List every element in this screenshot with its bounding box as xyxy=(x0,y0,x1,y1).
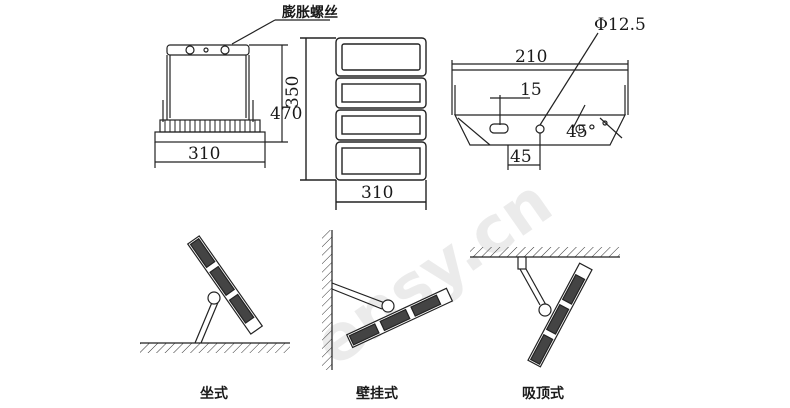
front-view xyxy=(154,19,330,168)
side-width-label: 310 xyxy=(361,183,393,203)
bracket-view xyxy=(451,32,629,170)
hole-offset-label: 45 xyxy=(510,147,532,167)
bracket-length-label: 210 xyxy=(515,47,547,67)
ceiling-mount-diagram xyxy=(470,247,620,368)
side-height-label: 470 xyxy=(270,104,302,124)
wall-mount-label: 壁挂式 xyxy=(356,385,398,402)
side-view xyxy=(300,37,427,210)
floor-mount-diagram xyxy=(140,235,290,353)
front-width-label: 310 xyxy=(188,144,220,164)
angle-label: 45° xyxy=(566,122,596,142)
ceiling-mount-label: 吸顶式 xyxy=(522,385,564,402)
watermark: ensy.cn xyxy=(301,165,565,381)
screw-label: 膨胀螺丝 xyxy=(282,4,338,21)
diameter-label: Φ12.5 xyxy=(594,15,646,35)
wall-mount-diagram xyxy=(322,230,454,370)
front-height-label: 350 xyxy=(283,76,303,108)
slot-offset-label: 15 xyxy=(520,80,542,100)
floor-mount-label: 坐式 xyxy=(200,385,228,402)
